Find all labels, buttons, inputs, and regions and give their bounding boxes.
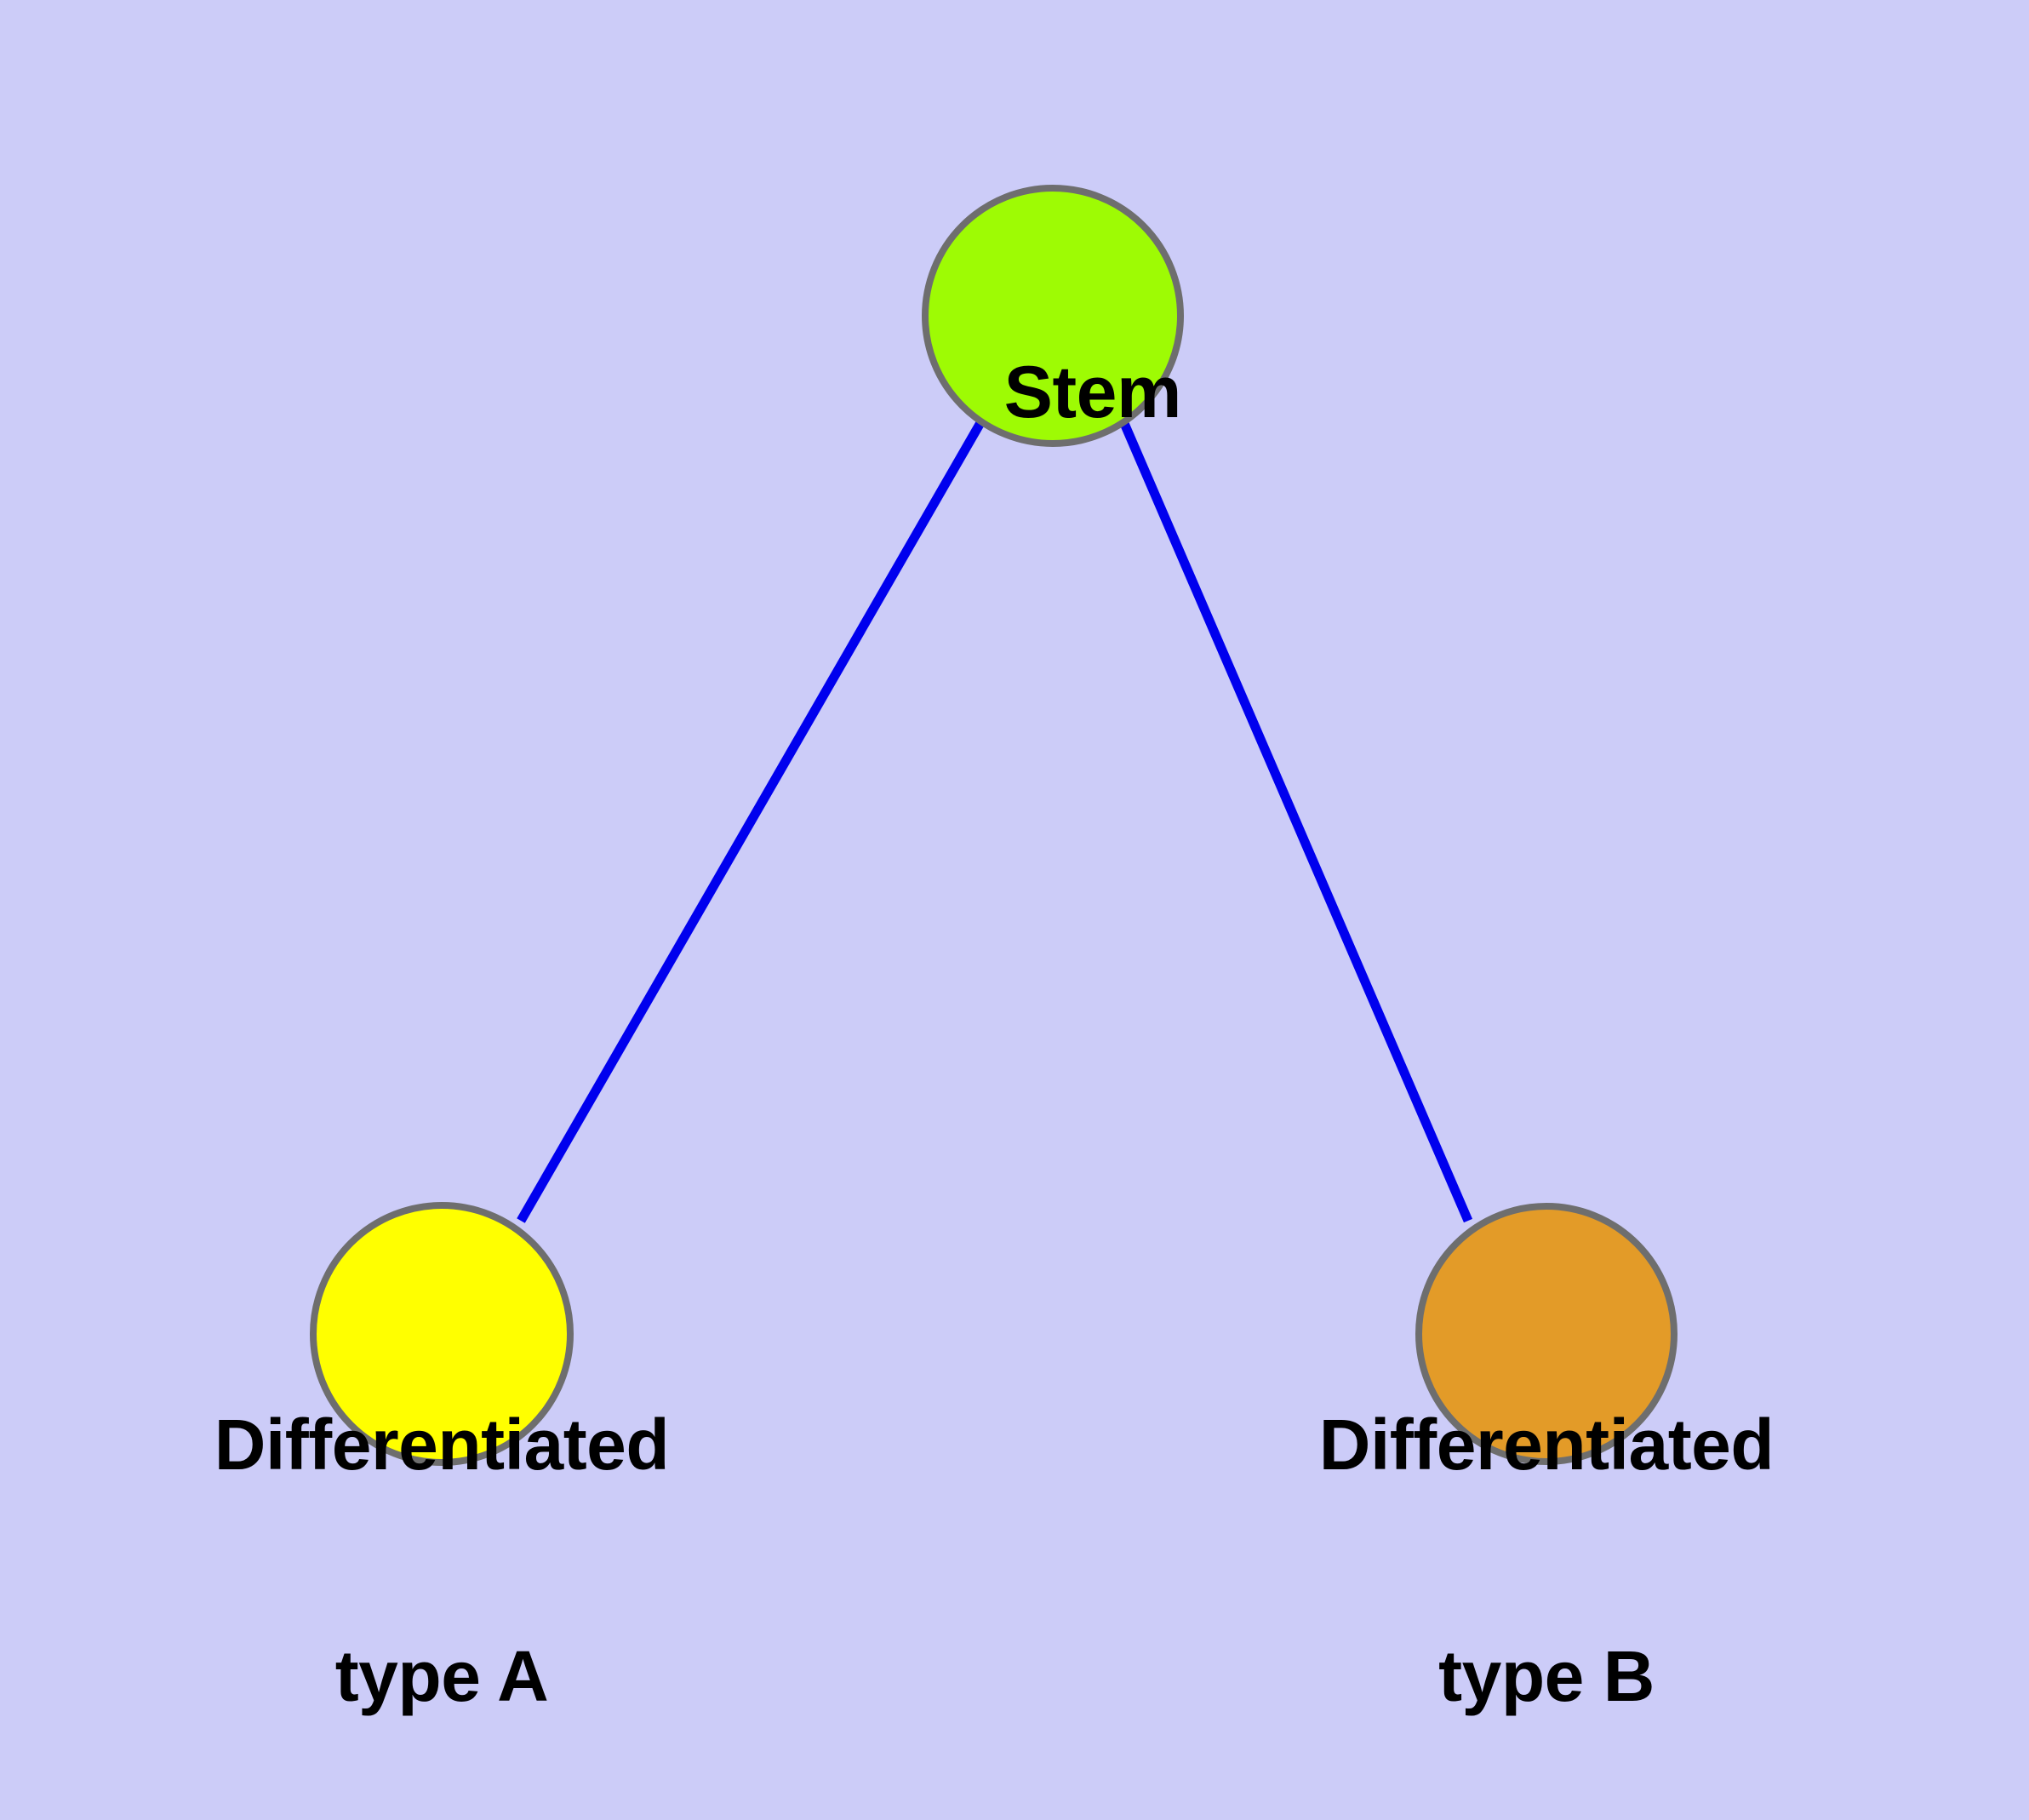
edge-stem-to-type-a[interactable] [517, 419, 986, 1223]
node-differentiated-type-a[interactable] [310, 1202, 574, 1466]
node-differentiated-type-b[interactable] [1415, 1203, 1677, 1465]
node-stem[interactable] [922, 185, 1184, 447]
edge-stem-to-type-b[interactable] [1118, 419, 1473, 1223]
edge-layer [517, 419, 1473, 1223]
node-layer [310, 185, 1677, 1466]
